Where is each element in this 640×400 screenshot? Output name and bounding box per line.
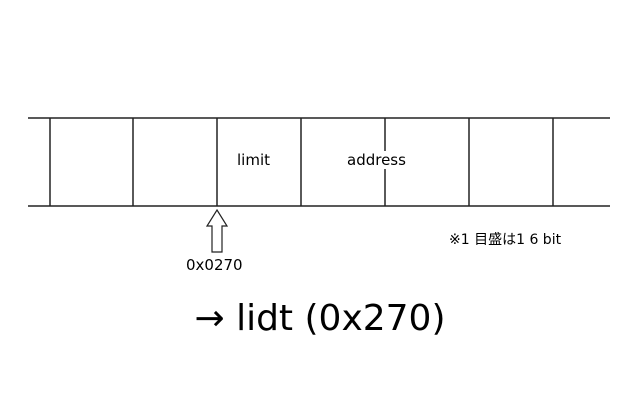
- up-arrow-icon: [205, 208, 229, 253]
- limit-label: limit: [237, 151, 270, 169]
- scale-note: ※1 目盛は1 6 bit: [449, 232, 562, 248]
- instruction-text: → lidt (0x270): [194, 298, 446, 339]
- address-label: address: [346, 151, 407, 169]
- pointer-address-label: 0x0270: [186, 256, 243, 274]
